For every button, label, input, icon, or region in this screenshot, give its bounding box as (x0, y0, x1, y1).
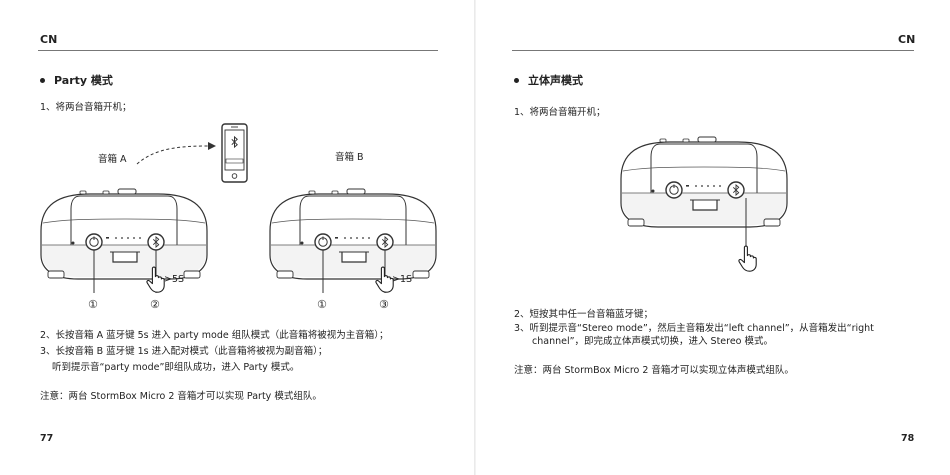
bullet-icon (514, 77, 519, 83)
step-3-line-1: 3、听到提示音“Stereo mode”，然后主音箱发出“left channe… (514, 323, 874, 334)
header-rule (38, 50, 438, 51)
press-duration-b: >1S (392, 274, 412, 285)
page-gutter (474, 0, 476, 475)
page-number: 77 (40, 433, 54, 444)
arrow-head (208, 142, 216, 150)
bullet-icon (40, 77, 45, 83)
speaker-a-label: 音箱 A (98, 153, 127, 165)
step-3-line-1: 3、长按音箱 B 蓝牙键 1s 进入配对模式（此音箱将被视为副音箱）； (40, 346, 328, 357)
speaker-b-label: 音箱 B (335, 151, 364, 163)
marker-2: ② (150, 298, 160, 311)
pointing-hand-icon (738, 245, 757, 272)
step-1: 1、将两台音箱开机； (40, 102, 132, 113)
note: 注意：两台 StormBox Micro 2 音箱才可以实现 Party 模式组… (40, 391, 322, 402)
step-2: 2、长按音箱 A 蓝牙键 5s 进入 party mode 组队模式（此音箱将被… (40, 330, 389, 341)
step-3-line-2: 听到提示音“party mode”即组队成功，进入 Party 模式。 (52, 362, 300, 373)
bluetooth-icon (231, 135, 238, 149)
smartphone-icon (221, 123, 248, 183)
step-2: 2、短按其中任一台音箱蓝牙键； (514, 309, 654, 320)
step-1: 1、将两台音箱开机； (514, 107, 606, 118)
marker-3: ③ (379, 298, 389, 311)
section-title: 立体声模式 (514, 72, 583, 88)
press-duration-a: >5S (164, 274, 184, 285)
header-rule (512, 50, 914, 51)
page-left: CN Party 模式 1、将两台音箱开机； 音箱 A 音箱 B >5S >1S… (0, 0, 474, 475)
page-right: CN 立体声模式 1、将两台音箱开机； 2、短按其中任一台音箱蓝牙键； 3、听到… (476, 0, 950, 475)
step-3-line-2: channel”，即完成立体声模式切换，进入 Stereo 模式。 (532, 336, 774, 347)
note: 注意：两台 StormBox Micro 2 音箱才可以实现立体声模式组队。 (514, 365, 794, 376)
marker-1: ① (88, 298, 98, 311)
speaker-b (269, 188, 437, 280)
section-title-text: Party 模式 (54, 74, 113, 87)
stereo-mode-illustration (620, 136, 788, 272)
language-header: CN (898, 33, 916, 46)
speaker-a (40, 188, 208, 280)
page-number: 78 (901, 433, 915, 444)
section-title-text: 立体声模式 (528, 74, 583, 87)
party-mode-illustration: 音箱 A 音箱 B >5S >1S ① ② ① ③ (40, 123, 437, 311)
language-header: CN (40, 33, 58, 46)
speaker (620, 136, 788, 228)
section-title: Party 模式 (40, 72, 113, 88)
pairing-dashed-arrow (136, 145, 209, 165)
marker-1b: ① (317, 298, 327, 311)
